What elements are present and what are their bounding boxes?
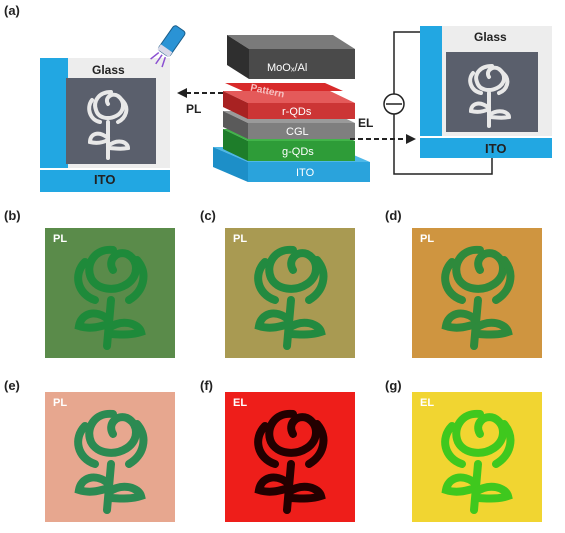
el-arrow — [350, 134, 416, 144]
rose-silhouette — [441, 245, 515, 350]
stack-top-electrode — [227, 35, 355, 49]
right-device — [383, 26, 552, 175]
rose-silhouette — [441, 409, 515, 514]
photo-g-tag: EL — [420, 397, 435, 409]
stack-label-gqd: g-QDs — [282, 146, 314, 158]
photo-c: PL — [225, 228, 355, 358]
pl-arrow — [177, 88, 223, 98]
photo-d: PL — [412, 228, 542, 358]
left-rose-icon — [87, 90, 131, 160]
rose-silhouette — [254, 409, 328, 514]
stack-label-cgl: CGL — [286, 126, 309, 138]
rose-silhouette — [254, 245, 328, 350]
stack-label-ito: ITO — [296, 167, 315, 179]
left-device — [40, 58, 170, 192]
panel-label-a: (a) — [4, 3, 20, 18]
left-side-electrode — [40, 58, 68, 168]
photo-c-tag: PL — [233, 233, 248, 245]
photo-d-tag: PL — [420, 233, 435, 245]
right-glass-label: Glass — [474, 30, 507, 44]
rose-silhouette — [74, 409, 148, 514]
device-stack — [213, 35, 370, 182]
stack-label-top: MoOₓ/Al — [267, 62, 308, 74]
circuit-wire — [393, 31, 493, 175]
photo-f-tag: EL — [233, 397, 248, 409]
rose-silhouette — [74, 245, 148, 350]
right-ito-label: ITO — [485, 141, 507, 156]
photo-g: EL — [412, 392, 542, 522]
photo-f: EL — [225, 392, 355, 522]
photo-b: PL — [45, 228, 175, 358]
panel-label-e: (e) — [4, 378, 20, 393]
left-ito-label: ITO — [94, 172, 116, 187]
panel-label-b: (b) — [4, 208, 21, 223]
uv-lamp-icon — [150, 25, 186, 68]
stack-rqd-top — [223, 91, 355, 103]
photo-e-tag: PL — [53, 397, 68, 409]
photo-e: PL — [45, 392, 175, 522]
right-side-electrode — [420, 26, 442, 136]
pl-arrow-label: PL — [186, 102, 202, 116]
left-ito-bar — [40, 170, 170, 192]
stack-label-rqd: r-QDs — [282, 106, 312, 118]
right-rose-icon — [468, 64, 512, 128]
left-glass-label: Glass — [92, 63, 125, 77]
panel-label-c: (c) — [200, 208, 216, 223]
right-ito-bar — [420, 138, 552, 158]
panel-label-d: (d) — [385, 208, 402, 223]
el-arrow-label: EL — [358, 116, 374, 130]
panel-label-g: (g) — [385, 378, 402, 393]
photo-b-tag: PL — [53, 233, 68, 245]
panel-label-f: (f) — [200, 378, 213, 393]
